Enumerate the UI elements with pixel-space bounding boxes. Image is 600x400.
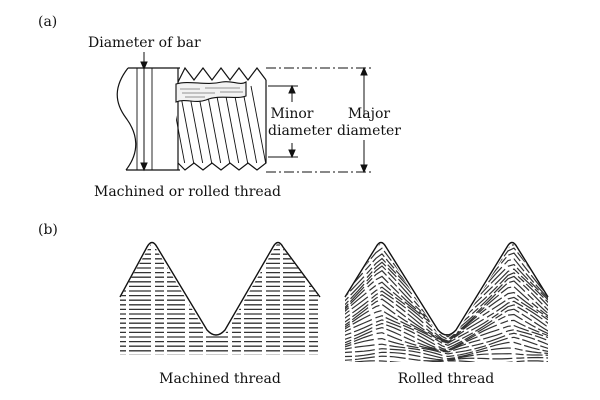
panel-a-caption: Machined or rolled thread xyxy=(94,184,282,200)
section-hatching xyxy=(180,87,243,98)
machined-thread-profile xyxy=(119,241,321,336)
thread-flank-lines xyxy=(176,85,266,163)
panel-a-label: (a) xyxy=(38,14,58,30)
thread-teeth-bottom xyxy=(177,80,267,171)
rolled-thread-profile xyxy=(344,241,549,336)
panel-b-label: (b) xyxy=(38,222,58,238)
rolled-grain-lines xyxy=(345,242,548,362)
minor-diameter-label-line2: diameter xyxy=(268,123,332,139)
minor-diameter-dimension xyxy=(268,84,298,159)
rolled-thread-caption: Rolled thread xyxy=(397,371,495,387)
diameter-of-bar-dimension xyxy=(140,52,148,172)
minor-diameter-label-line1: Minor xyxy=(270,106,314,122)
threaded-bar-drawing xyxy=(116,67,180,171)
thread-teeth-top xyxy=(177,66,267,83)
machined-grain-lines xyxy=(120,244,320,355)
major-diameter-label-line1: Major xyxy=(347,106,391,122)
machined-thread-caption: Machined thread xyxy=(159,371,281,387)
diameter-of-bar-label: Diameter of bar xyxy=(88,35,201,51)
major-diameter-label-line2: diameter xyxy=(337,123,401,139)
bar-break-line xyxy=(116,67,137,171)
major-diameter-dimension xyxy=(360,66,368,174)
